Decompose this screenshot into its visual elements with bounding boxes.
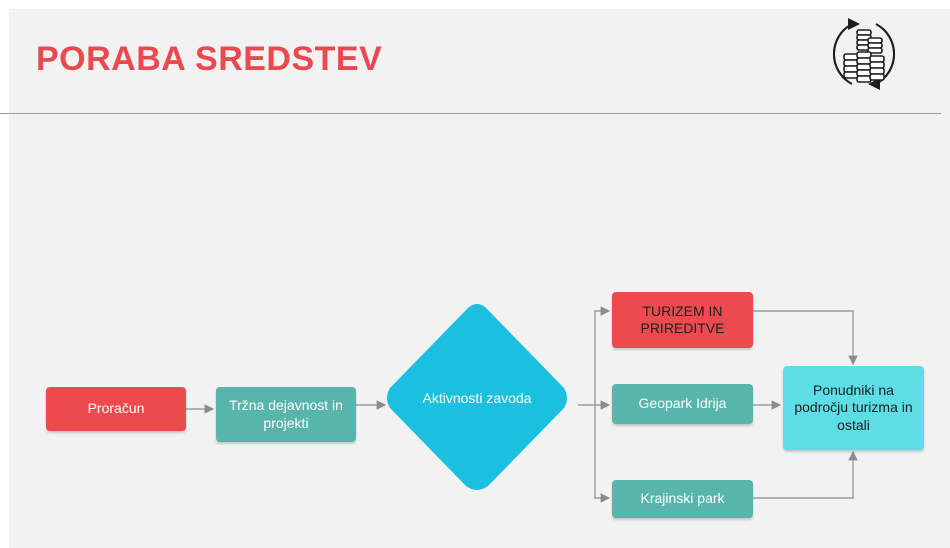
- diamond-label: Aktivnosti zavoda: [422, 390, 532, 406]
- node-turizem-in-prireditve: TURIZEM IN PRIREDITVE: [612, 292, 753, 348]
- node-proracun: Proračun: [46, 387, 186, 431]
- node-geopark-idrija: Geopark Idrija: [612, 384, 753, 424]
- diamond-shape: [387, 304, 567, 490]
- node-aktivnosti-zavoda: Aktivnosti zavoda: [382, 300, 572, 496]
- node-trzna-dejavnost: Tržna dejavnost in projekti: [216, 387, 356, 442]
- node-ponudniki: Ponudniki na področju turizma in ostali: [783, 366, 924, 450]
- title-divider: [0, 113, 941, 114]
- page-title: PORABA SREDSTEV: [36, 40, 383, 78]
- node-krajinski-park: Krajinski park: [612, 480, 753, 518]
- coins-cycle-icon: [832, 18, 896, 90]
